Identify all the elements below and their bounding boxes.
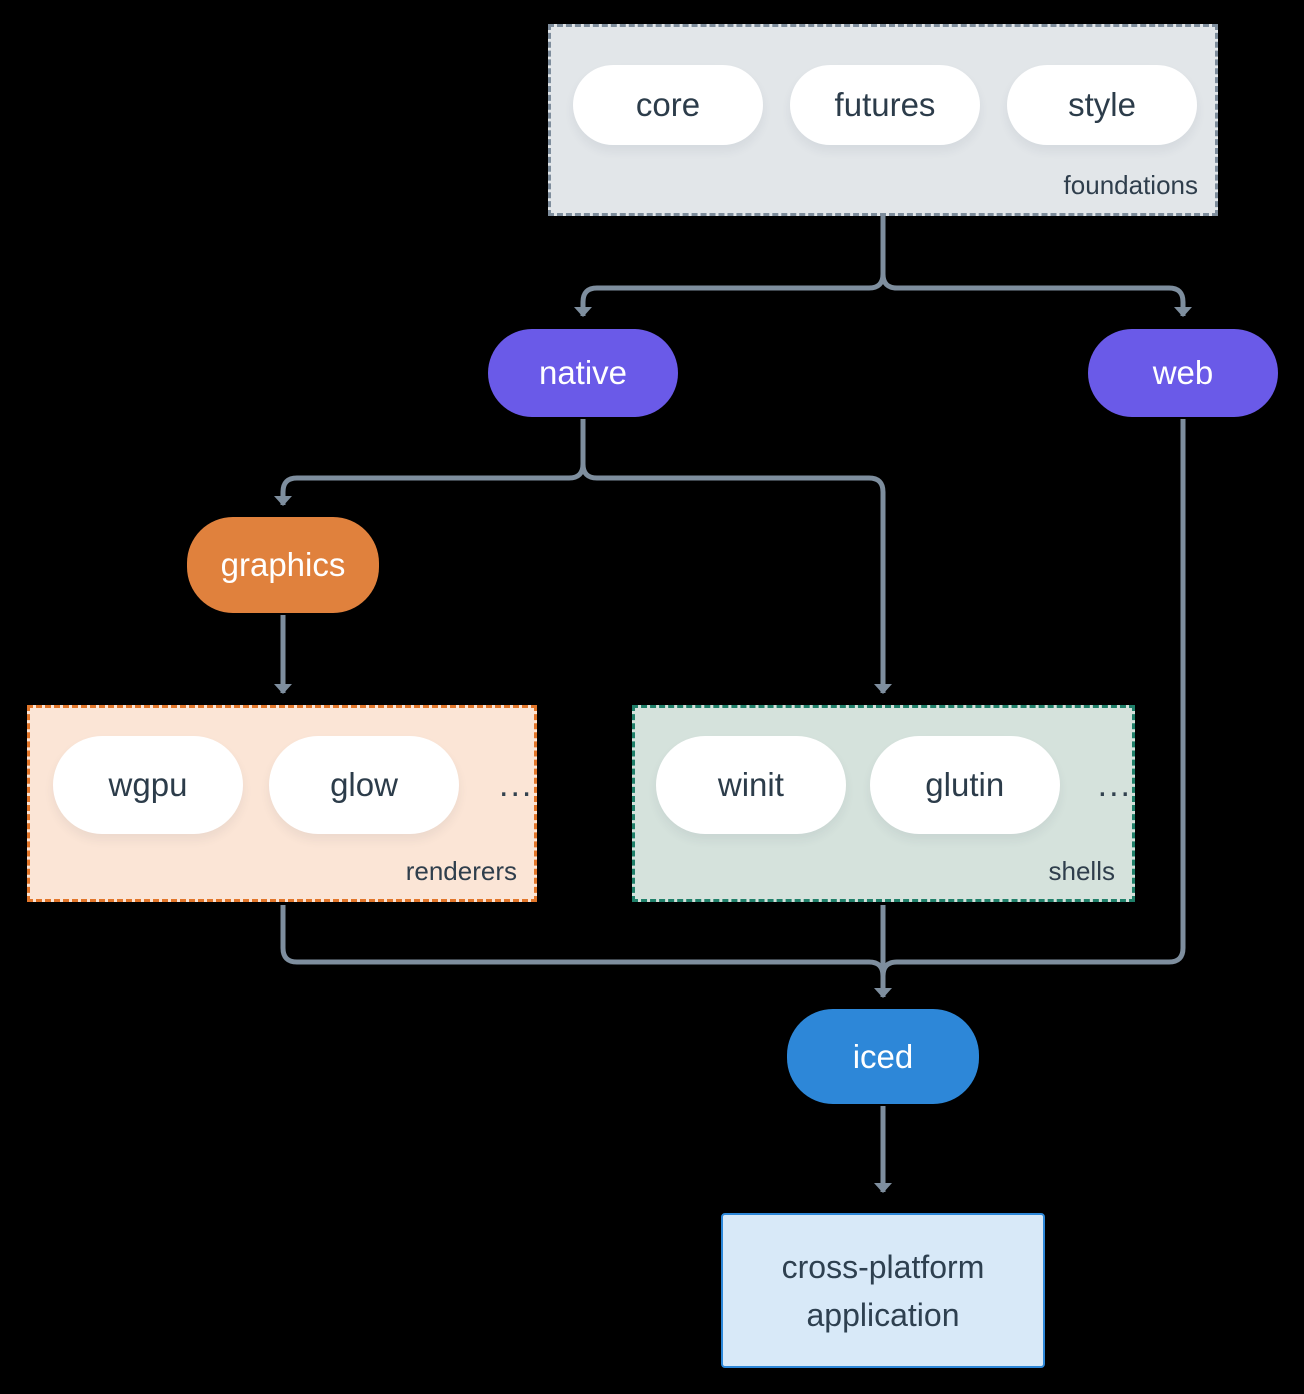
renderers-ellipsis: ... <box>499 765 534 804</box>
edge-native-graphics <box>274 419 586 506</box>
node-native: native <box>488 329 678 417</box>
node-graphics: graphics <box>187 517 379 613</box>
foundations-pill-row: core futures style <box>551 27 1215 145</box>
application-label-line2: application <box>806 1296 960 1333</box>
renderers-pill-row: wgpu glow ... <box>30 708 534 834</box>
renderers-label: renderers <box>405 856 517 886</box>
node-iced: iced <box>787 1009 979 1104</box>
node-futures: futures <box>790 65 980 145</box>
node-winit: winit <box>656 736 846 834</box>
node-web: web <box>1088 329 1278 417</box>
node-glutin: glutin <box>869 736 1060 834</box>
edge-renderers-iced <box>280 905 886 977</box>
node-application: cross-platform application <box>721 1213 1045 1368</box>
group-shells: winit glutin ... shells <box>632 705 1135 902</box>
edge-native-shells <box>580 419 892 694</box>
group-renderers: wgpu glow ... renderers <box>27 705 537 902</box>
edge-foundations-native <box>574 216 886 317</box>
edge-foundations-web <box>880 216 1192 317</box>
shells-ellipsis: ... <box>1097 765 1132 804</box>
group-foundations: core futures style foundations <box>548 24 1218 216</box>
node-style: style <box>1007 65 1197 145</box>
node-wgpu: wgpu <box>53 736 243 834</box>
node-glow: glow <box>269 736 459 834</box>
shells-label: shells <box>1048 856 1115 886</box>
application-label-line1: cross-platform <box>781 1248 985 1285</box>
node-core: core <box>573 65 763 145</box>
foundations-label: foundations <box>1063 170 1198 200</box>
shells-pill-row: winit glutin ... <box>635 708 1132 834</box>
